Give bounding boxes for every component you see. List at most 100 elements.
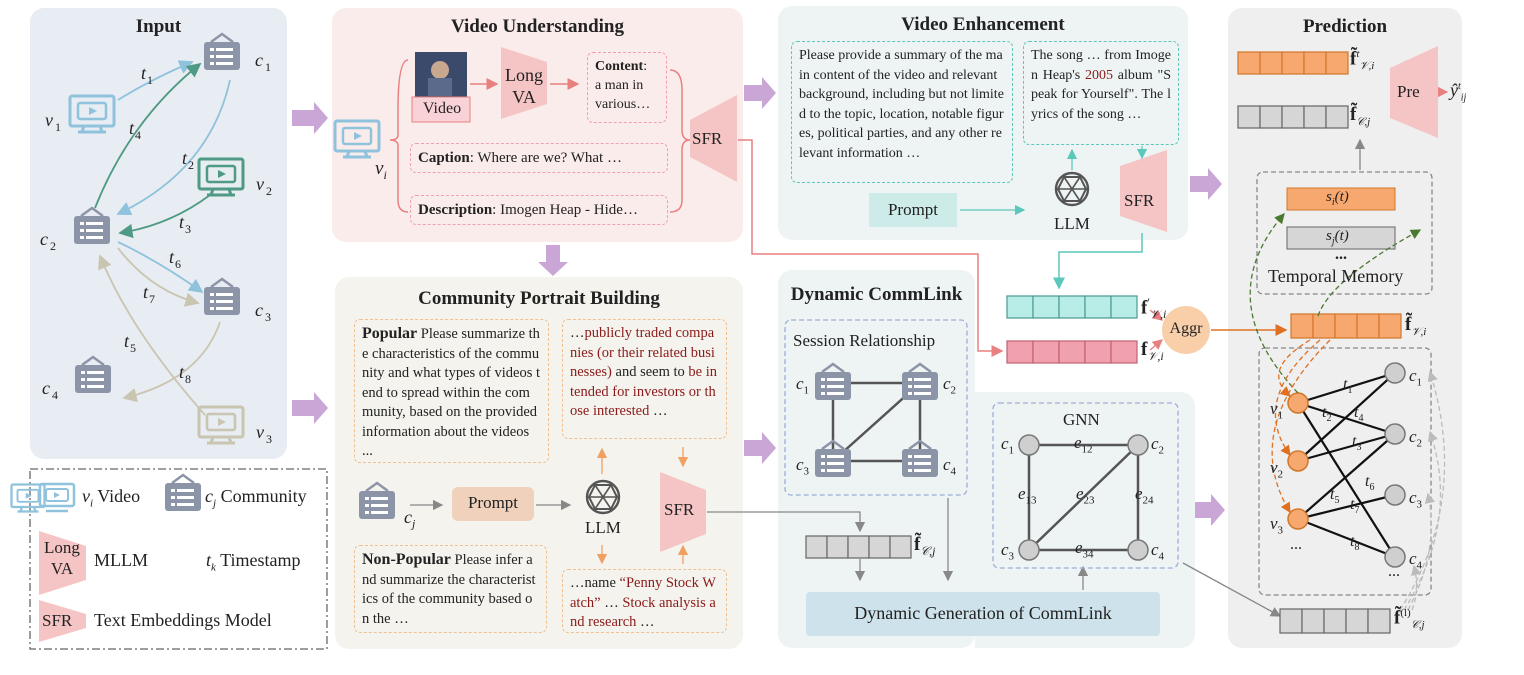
legend-mllm-shape — [39, 531, 86, 595]
community-icon-c4 — [73, 355, 113, 395]
popular-prompt-box: Popular Please summarize the characteris… — [354, 319, 549, 463]
svg-text:t: t — [182, 148, 188, 168]
svg-text:3: 3 — [185, 222, 191, 236]
ft-vector — [1237, 51, 1349, 75]
enhancement-response-box: The song … from Imogen Heap's 2005 album… — [1023, 41, 1179, 145]
svg-text:5: 5 — [130, 341, 136, 355]
video-icon-v1 — [68, 94, 116, 134]
svg-text:v: v — [45, 110, 53, 130]
sfr-enhancement-label: SFR — [1124, 191, 1155, 210]
session-node-c2 — [900, 362, 940, 402]
f-label: f𝒱,i — [1141, 339, 1164, 363]
flow-arrows — [292, 77, 1225, 526]
understanding-title: Video Understanding — [451, 16, 624, 37]
prompt-portrait-bg — [452, 487, 534, 521]
prediction-title: Prediction — [1302, 16, 1388, 37]
svg-text:2: 2 — [50, 239, 56, 253]
svg-text:t: t — [179, 362, 185, 382]
llm-icon-portrait — [585, 479, 621, 515]
session-node-c1 — [813, 362, 853, 402]
session-c3: c3 — [796, 455, 810, 478]
community-icon-c2 — [72, 206, 112, 246]
fc-label: f̃𝒞,j — [914, 534, 936, 558]
pred-t4: t4 — [1354, 404, 1364, 425]
content-box: Content:a man in various… — [587, 52, 667, 123]
input-panel — [30, 8, 287, 459]
legend-video: vi Video — [82, 486, 141, 510]
input-graph — [68, 32, 245, 445]
f-prime-label: f′𝒱,i — [1141, 295, 1167, 322]
legend-comm-icon — [163, 473, 203, 513]
gnn-c4: c4 — [1151, 540, 1165, 563]
sfr-portrait-label: SFR — [664, 500, 695, 519]
legend-mllm: MLLM — [94, 550, 148, 570]
community-icon-cj — [357, 481, 397, 521]
memory-label: Temporal Memory — [1268, 266, 1404, 286]
caption-box: Caption: Where are we? What … — [410, 143, 668, 173]
video-enhancement-panel — [778, 6, 1188, 240]
svg-text:3: 3 — [265, 310, 271, 324]
svg-text:1: 1 — [147, 73, 153, 87]
enhancement-prompt-box: Please provide a summary of the main con… — [791, 41, 1013, 183]
pred-c4: c4 — [1409, 549, 1423, 572]
gnn-e13: e13 — [1018, 484, 1037, 507]
legend-sfr-shape — [39, 600, 86, 642]
pred-c3: c3 — [1409, 488, 1423, 511]
gnn-c1: c1 — [1001, 434, 1015, 457]
f-vector — [1006, 340, 1138, 364]
svg-text:c: c — [255, 300, 263, 320]
pred-vdots: ... — [1290, 536, 1302, 553]
gnn-e24: e24 — [1135, 484, 1154, 507]
ftl-label: f̃𝒱,i — [1405, 314, 1427, 338]
enhancement-prompt-button: Prompt — [869, 193, 957, 227]
community-portrait-panel — [335, 277, 743, 649]
svg-text:2: 2 — [188, 158, 194, 172]
pred-t2: t2 — [1322, 404, 1332, 425]
svg-text:3: 3 — [266, 432, 272, 446]
gnn-c2: c2 — [1151, 434, 1165, 457]
pred-c1: c1 — [1409, 366, 1423, 389]
gnn-e12: e12 — [1074, 433, 1093, 456]
pred-v3: v3 — [1270, 514, 1284, 537]
fc-vector — [805, 535, 912, 559]
video-label: Video — [422, 100, 462, 117]
portrait-title: Community Portrait Building — [418, 288, 660, 309]
llm-icon-enhancement — [1054, 171, 1090, 207]
session-c2: c2 — [943, 374, 957, 397]
svg-text:c: c — [42, 378, 50, 398]
pred-v2: v2 — [1270, 458, 1284, 481]
gnn-label: GNN — [1063, 410, 1100, 429]
pred-t3: t3 — [1352, 433, 1362, 454]
cj-label: cj — [404, 507, 416, 531]
pred-t1: t1 — [1343, 376, 1353, 397]
pre-label: Pre — [1397, 82, 1420, 101]
fcl-label: f̃(l)𝒞,j — [1394, 607, 1425, 632]
session-label: Session Relationship — [793, 331, 936, 350]
svg-text:8: 8 — [185, 372, 191, 386]
video-icon-vi — [333, 119, 381, 159]
pred-t7: t7 — [1350, 496, 1360, 517]
legend-community: cj Community — [205, 486, 307, 510]
longva-label: Long VA — [505, 65, 543, 107]
session-c4: c4 — [943, 455, 957, 478]
llm-portrait-label: LLM — [585, 518, 621, 537]
yhat-label: ŷtij — [1450, 80, 1467, 104]
svg-text:c: c — [255, 50, 263, 70]
legend-timestamp: tk Timestamp — [206, 550, 301, 574]
aggr-circle — [1162, 306, 1210, 354]
gnn-e34: e34 — [1075, 538, 1094, 561]
pred-t5: t5 — [1330, 486, 1340, 507]
pred-cdots: ... — [1388, 563, 1400, 580]
video-understanding-panel — [332, 8, 743, 242]
popular-response-box: …publicly traded companies (or their rel… — [562, 319, 727, 439]
f-prime-vector — [1006, 295, 1138, 319]
fc-pred-label: f̃𝒞,j — [1350, 104, 1371, 128]
gnn-e23: e23 — [1076, 484, 1095, 507]
svg-text:t: t — [141, 63, 147, 83]
svg-text:t: t — [169, 247, 175, 267]
svg-text:t: t — [124, 331, 130, 351]
svg-text:6: 6 — [175, 257, 181, 271]
vi-label: vi — [375, 158, 387, 182]
